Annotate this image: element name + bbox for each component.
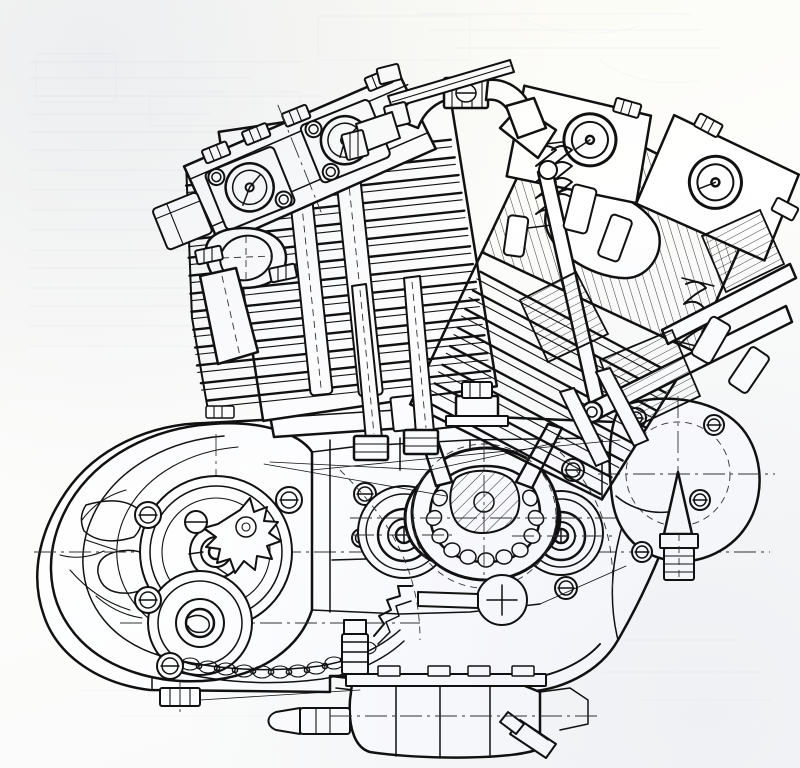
front-tappet-block-a [402, 428, 440, 456]
oil-pump-drive-spindle [341, 619, 369, 675]
oil-pump-right-bracket [539, 687, 589, 731]
front-tappet-block-b [352, 434, 390, 462]
crankpin-section [449, 469, 521, 534]
oil-pump-inlet-union [267, 707, 351, 735]
case-bolt [275, 486, 303, 514]
case-bolt [134, 501, 162, 529]
cover-screw [689, 489, 711, 511]
case-bolt [134, 586, 162, 614]
front-head-union-nut [340, 129, 370, 161]
cover-screw [703, 414, 725, 436]
front-cylinder-assembly [152, 68, 499, 439]
oil-pump-drive-link [417, 591, 479, 609]
case-stud-pair [205, 405, 235, 419]
cover-screw [631, 541, 653, 563]
breather-gear-hub [235, 516, 257, 538]
case-bolt [156, 652, 184, 680]
